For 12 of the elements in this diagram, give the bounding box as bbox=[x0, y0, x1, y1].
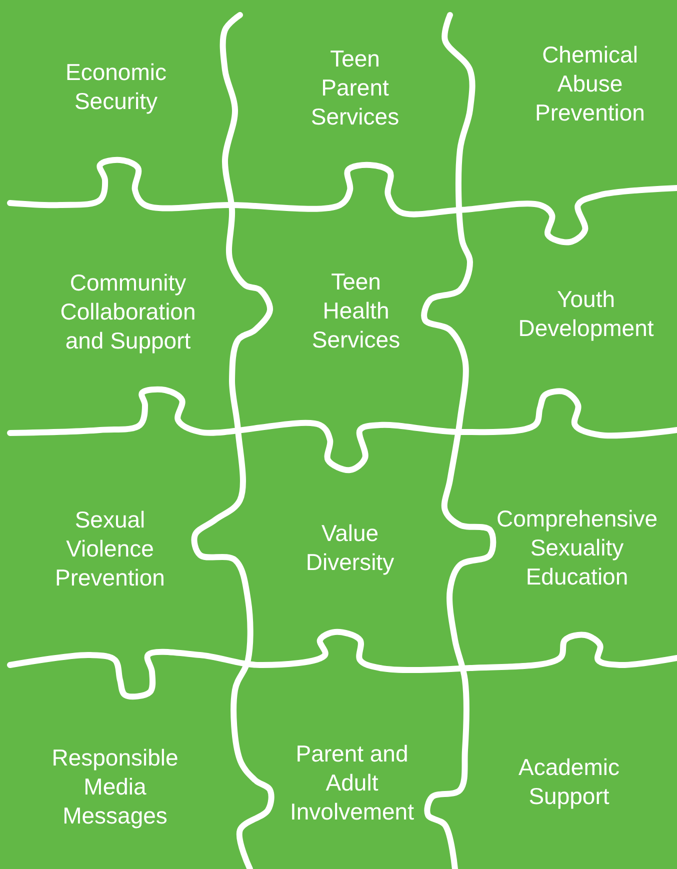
puzzle-piece-label: Comprehensive Sexuality Education bbox=[482, 504, 672, 592]
puzzle-piece-label: Chemical Abuse Prevention bbox=[515, 40, 665, 128]
puzzle-piece-label: Parent and Adult Involvement bbox=[287, 740, 417, 826]
puzzle-piece-label: Value Diversity bbox=[290, 519, 410, 577]
puzzle-piece-label: Teen Health Services bbox=[306, 268, 406, 354]
puzzle-piece-label: Community Collaboration and Support bbox=[53, 268, 203, 356]
puzzle-piece-label: Responsible Media Messages bbox=[40, 744, 190, 830]
puzzle-piece-label: Academic Support bbox=[504, 753, 634, 811]
puzzle-piece-label: Sexual Violence Prevention bbox=[40, 506, 180, 592]
puzzle-piece-label: Youth Development bbox=[496, 285, 676, 343]
puzzle-piece-label: Economic Security bbox=[46, 58, 186, 116]
puzzle-piece-label: Teen Parent Services bbox=[305, 44, 405, 132]
